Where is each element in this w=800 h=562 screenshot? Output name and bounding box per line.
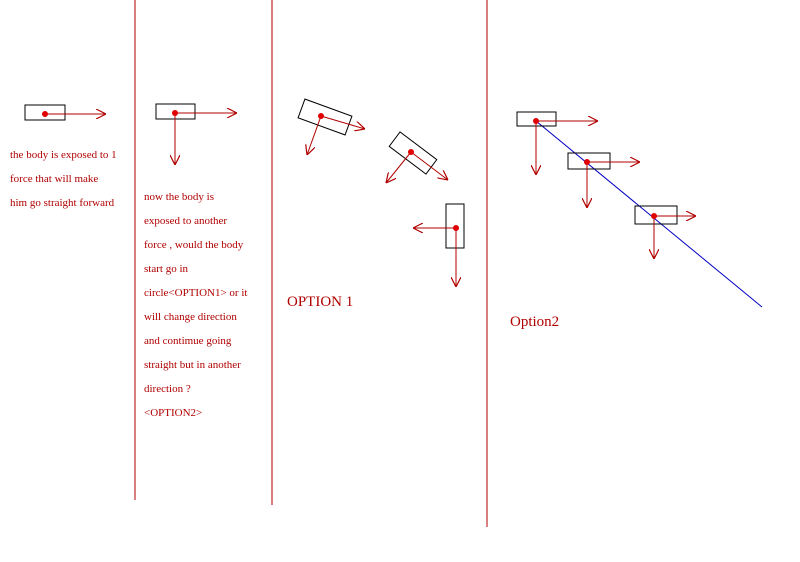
option2-body-b [567,152,640,208]
force-arrow-right [320,115,365,129]
text-line: direction ? [144,383,191,395]
force-arrow-down [307,115,322,155]
text-line: will change direction [144,311,237,323]
text-line: and contimue going [144,335,232,347]
option1-body-a [297,98,365,155]
option1-label: OPTION 1 [287,294,354,310]
body-panel1 [24,104,106,121]
center-point [651,213,657,219]
text-line: circle<OPTION1> or it [144,287,248,299]
option1-body-b [386,131,448,183]
panel1-text: the body is exposed to 1 force that will… [10,143,117,215]
body-box [634,205,678,225]
option2-label: Option2 [510,314,560,330]
center-point [408,149,414,155]
text-line: straight but in another [144,359,241,371]
straight-path-line [535,120,763,308]
option2-body-c [634,205,696,259]
text-line: now the body is [144,191,214,203]
force-arrow-down [386,151,412,183]
text-line: force , would the body [144,239,244,251]
text-line: him go straight forward [10,197,115,209]
text-line: <OPTION2> [144,407,203,419]
body-panel2 [155,103,237,165]
center-point [42,111,48,117]
option1-body-c [413,203,465,287]
center-point [318,113,324,119]
force-arrow-right [410,151,448,180]
panel2-text: now the body is exposed to another force… [144,185,247,425]
text-line: force that will make [10,173,99,185]
body-box [24,104,66,121]
body-box [567,152,611,170]
center-point [172,110,178,116]
option2-body-a [516,111,598,175]
text-line: the body is exposed to 1 [10,149,117,161]
body-box [297,98,353,136]
center-point [533,118,539,124]
body-box [445,203,465,249]
text-line: start go in [144,263,188,275]
center-point [584,159,590,165]
center-point [453,225,459,231]
text-line: exposed to another [144,215,228,227]
